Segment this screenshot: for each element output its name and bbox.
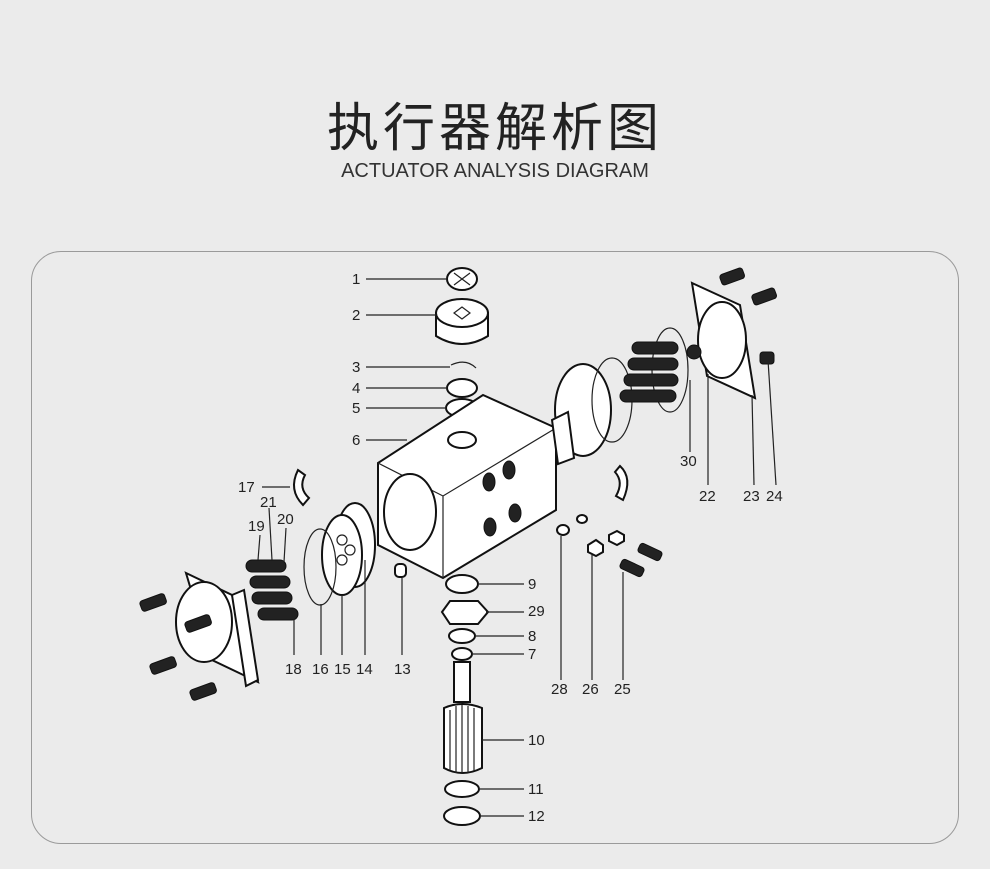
part-13-plug [394, 563, 407, 578]
label-19: 19 [248, 518, 265, 535]
title-english: ACTUATOR ANALYSIS DIAGRAM [341, 160, 649, 182]
part-17-cam [293, 468, 311, 507]
label-11: 11 [528, 781, 544, 798]
left-bolts [139, 593, 217, 701]
label-18: 18 [285, 661, 302, 678]
label-8: 8 [528, 628, 536, 645]
label-14: 14 [356, 661, 373, 678]
left-piston [303, 502, 376, 606]
label-26: 26 [582, 681, 599, 698]
leader-lines [257, 278, 777, 817]
part-7-oring [451, 647, 473, 661]
label-10: 10 [528, 732, 545, 749]
part-26b-nut [608, 529, 625, 547]
label-4: 4 [352, 380, 360, 397]
label-16: 16 [312, 661, 329, 678]
label-13: 13 [394, 661, 411, 678]
label-24: 24 [766, 488, 783, 505]
part-6-body [377, 393, 557, 580]
title-chinese: 执行器解析图 [326, 99, 663, 159]
right-end-cap [686, 281, 757, 400]
label-17: 17 [238, 479, 255, 496]
label-20: 20 [277, 511, 294, 528]
label-2: 2 [352, 307, 360, 324]
right-springs [619, 341, 679, 403]
part-11-oring [444, 780, 480, 798]
part-cam-right [613, 464, 629, 502]
label-1: 1 [352, 271, 360, 288]
diagram-panel [31, 251, 959, 844]
part-labels: 1 2 3 4 5 6 7 8 9 10 11 12 13 14 15 16 1… [238, 271, 783, 825]
part-10-pinion [443, 661, 483, 774]
part-1-indicator [446, 267, 478, 291]
part-25-bolt [619, 558, 645, 578]
left-springs [245, 559, 299, 621]
part-26-nut [587, 538, 604, 558]
label-21: 21 [260, 494, 277, 511]
label-25: 25 [614, 681, 631, 698]
label-9: 9 [528, 576, 536, 593]
part-28-washer [556, 524, 570, 536]
part-8-washer [448, 628, 476, 644]
label-7: 7 [528, 646, 536, 663]
label-22: 22 [699, 488, 716, 505]
label-5: 5 [352, 400, 360, 417]
part-3-circlip [450, 361, 477, 369]
part-12-oring [443, 806, 481, 826]
label-12: 12 [528, 808, 545, 825]
label-15: 15 [334, 661, 351, 678]
part-9-oring [445, 574, 479, 594]
label-29: 29 [528, 603, 545, 620]
label-3: 3 [352, 359, 360, 376]
part-2-indicator-body [435, 298, 489, 345]
label-30: 30 [680, 453, 697, 470]
right-bolts [719, 267, 777, 365]
part-28b-washer [576, 514, 588, 524]
part-25b-bolt [637, 542, 663, 562]
part-29-cam [440, 600, 490, 625]
label-6: 6 [352, 432, 360, 449]
label-23: 23 [743, 488, 760, 505]
label-28: 28 [551, 681, 568, 698]
part-4-washer [446, 378, 478, 398]
